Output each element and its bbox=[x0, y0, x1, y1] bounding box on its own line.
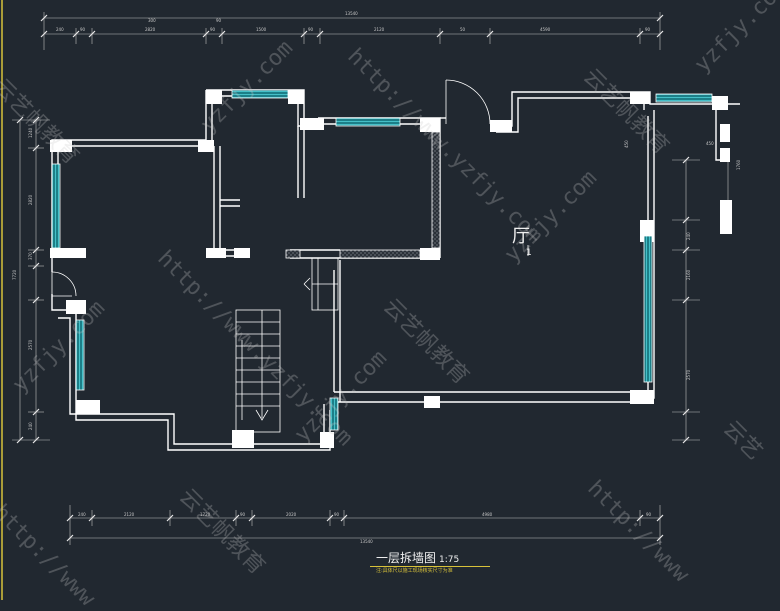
bottom-dimension-ticks bbox=[66, 514, 664, 542]
svg-text:1760: 1760 bbox=[736, 159, 741, 170]
doors bbox=[51, 79, 491, 297]
svg-text:450: 450 bbox=[706, 141, 714, 146]
bottom-dimension-numbers: 240 2120 1720 90 2020 90 4980 90 13540 bbox=[78, 512, 652, 544]
svg-text:90: 90 bbox=[210, 27, 216, 32]
svg-text:7720: 7720 bbox=[12, 269, 17, 280]
top-dimension-lines bbox=[43, 12, 661, 50]
svg-text:240: 240 bbox=[686, 232, 691, 240]
left-dimension-lines bbox=[12, 119, 50, 441]
svg-text:2120: 2120 bbox=[124, 512, 135, 517]
svg-text:13540: 13540 bbox=[345, 11, 358, 16]
svg-text:90: 90 bbox=[645, 27, 651, 32]
svg-text:240: 240 bbox=[78, 512, 86, 517]
svg-text:90: 90 bbox=[216, 18, 222, 23]
drawing-note: 注:具体尺以施工现场核实尺寸为准 bbox=[376, 568, 453, 574]
windows bbox=[51, 89, 713, 431]
svg-text:2570: 2570 bbox=[28, 339, 33, 350]
svg-text:1240: 1240 bbox=[28, 127, 33, 138]
svg-text:2820: 2820 bbox=[145, 27, 156, 32]
svg-text:450: 450 bbox=[624, 140, 629, 148]
room-number: 1 bbox=[526, 248, 532, 258]
svg-text:4590: 4590 bbox=[540, 27, 551, 32]
svg-text:2160: 2160 bbox=[686, 269, 691, 280]
svg-text:1720: 1720 bbox=[200, 512, 211, 517]
svg-text:370: 370 bbox=[28, 252, 33, 260]
demolished-walls bbox=[285, 131, 441, 259]
svg-text:2570: 2570 bbox=[686, 369, 691, 380]
right-dimension-numbers: 240 2160 2570 1760 450 450 bbox=[624, 140, 741, 380]
title-underline bbox=[370, 566, 490, 567]
svg-text:1500: 1500 bbox=[256, 27, 267, 32]
svg-text:2120: 2120 bbox=[374, 27, 385, 32]
drawing-title-text: 一层拆墙图 bbox=[376, 551, 437, 565]
svg-text:90: 90 bbox=[80, 27, 86, 32]
top-dimension-ticks bbox=[40, 14, 664, 38]
svg-text:2020: 2020 bbox=[286, 512, 297, 517]
svg-text:300: 300 bbox=[148, 18, 156, 23]
svg-text:4980: 4980 bbox=[482, 512, 493, 517]
drawing-scale: 1:75 bbox=[439, 555, 460, 565]
stairs bbox=[235, 257, 339, 433]
room-label: 厅 bbox=[512, 226, 530, 247]
svg-text:90: 90 bbox=[646, 512, 652, 517]
svg-text:50: 50 bbox=[460, 27, 466, 32]
svg-text:240: 240 bbox=[56, 27, 64, 32]
wall-columns bbox=[50, 90, 732, 448]
left-dimension-ticks bbox=[16, 116, 40, 444]
left-dimension-numbers: 7720 1240 2820 370 2570 240 bbox=[12, 127, 33, 430]
svg-text:90: 90 bbox=[240, 512, 246, 517]
svg-text:90: 90 bbox=[308, 27, 314, 32]
right-dimension-lines bbox=[672, 150, 729, 441]
right-dimension-ticks bbox=[682, 156, 690, 444]
svg-text:90: 90 bbox=[334, 512, 340, 517]
svg-text:13540: 13540 bbox=[360, 539, 373, 544]
svg-text:240: 240 bbox=[28, 422, 33, 430]
svg-text:2820: 2820 bbox=[28, 194, 33, 205]
